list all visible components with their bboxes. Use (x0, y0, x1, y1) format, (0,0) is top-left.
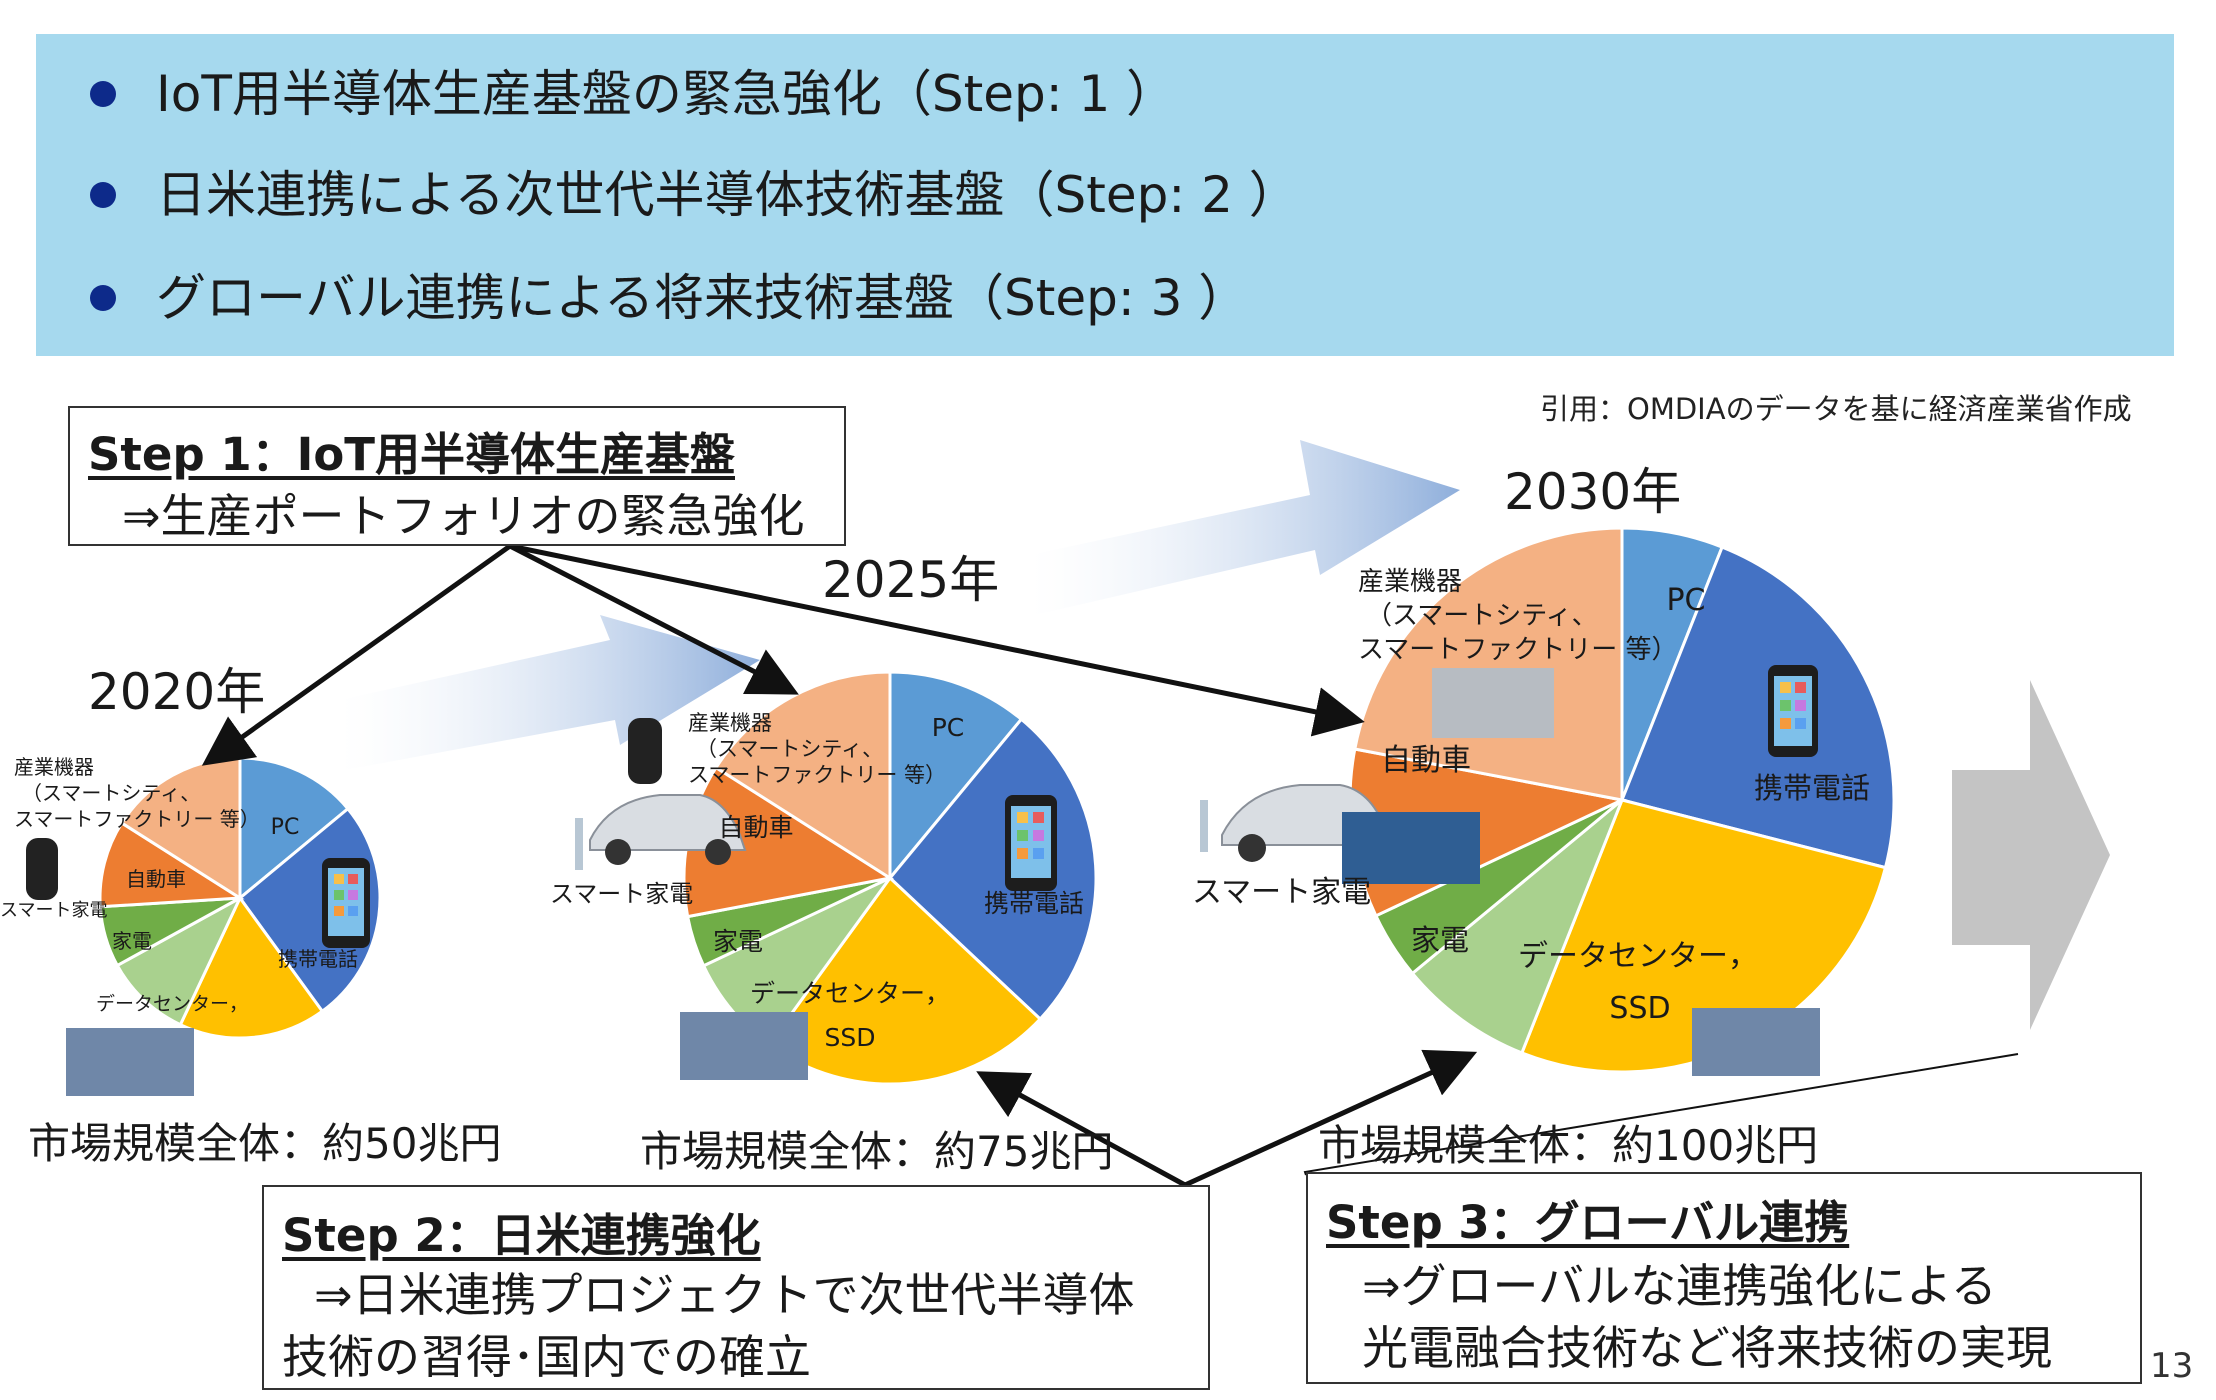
label-ssd: SSD (1609, 991, 1670, 1026)
connector-arrow (509, 543, 1365, 737)
label-industrial: 産業機器 (14, 755, 94, 779)
label-datacenter: データセンター， (96, 993, 248, 1015)
pie-slice (1619, 545, 1896, 870)
label-industrial: （スマートシティ、 (22, 781, 200, 805)
car-icon (575, 794, 747, 870)
step1-description: ⇒生産ポートフォリオの緊急強化 (122, 489, 805, 543)
label-smart-home: スマート家電 (550, 880, 693, 908)
car-dashboard-image (1342, 812, 1480, 884)
label-ssd: SSD (825, 1023, 876, 1052)
factory-image (1432, 668, 1554, 738)
pie-slice (98, 820, 245, 909)
datacenter-image (66, 1028, 194, 1096)
phone-icon (322, 858, 370, 948)
callout-line (1303, 1053, 2019, 1176)
step2-description-line1: ⇒日米連携プロジェクトで次世代半導体 (314, 1268, 1135, 1322)
pie-slice (1410, 798, 1624, 1055)
step2-description-line2: 技術の習得･国内での確立 (282, 1330, 811, 1384)
page-number: 13 (2150, 1346, 2194, 1386)
year-2020: 2020年 (88, 663, 266, 721)
step2-box: Step 2：日米連携強化 ⇒日米連携プロジェクトで次世代半導体 技術の習得･国… (262, 1185, 1210, 1390)
pie-slice (887, 717, 1098, 1022)
label-car: 自動車 (718, 813, 793, 842)
connector-arrow (508, 543, 799, 695)
step1-title: Step 1：IoT用半導体生産基盤 (88, 428, 735, 481)
summary-banner: IoT用半導体生産基盤の緊急強化（Step: 1 ） 日米連携による次世代半導体… (36, 34, 2174, 356)
big-gray-arrow (1952, 680, 2110, 1030)
market-size-2025: 市場規模全体：約75兆円 (640, 1127, 1114, 1176)
connector-arrow (201, 543, 512, 766)
bullet-step1: IoT用半導体生産基盤の緊急強化（Step: 1 ） (156, 65, 1177, 123)
step2-title: Step 2：日米連携強化 (282, 1209, 761, 1262)
label-car: 自動車 (126, 867, 186, 891)
label-pc: PC (1666, 583, 1705, 618)
label-industrial: スマートファクトリー 等） (1358, 635, 1678, 665)
phone-icon (1768, 665, 1818, 757)
connector-arrow (1183, 1049, 1478, 1188)
step3-title: Step 3：グローバル連携 (1326, 1196, 1850, 1249)
bullet-dot (90, 182, 116, 208)
step3-description-line1: ⇒グローバルな連携強化による (1362, 1259, 1997, 1313)
label-phone: 携帯電話 (278, 947, 358, 971)
step1-box: Step 1：IoT用半導体生産基盤 ⇒生産ポートフォリオの緊急強化 (68, 406, 846, 546)
citation: 引用：OMDIAのデータを基に経済産業省作成 (1540, 392, 2132, 426)
pie-slice (115, 894, 244, 1027)
label-home: 家電 (1411, 923, 1469, 957)
label-industrial: スマートファクトリー 等） (14, 807, 260, 831)
step3-box: Step 3：グローバル連携 ⇒グローバルな連携強化による 光電融合技術など将来… (1306, 1172, 2142, 1384)
label-datacenter: データセンター， (1518, 939, 1758, 974)
label-pc: PC (271, 815, 300, 840)
pie-slice (888, 670, 1024, 883)
bullet-dot (90, 81, 116, 107)
bullet-step3: グローバル連携による将来技術基盤（Step: 3 ） (156, 269, 1249, 327)
datacenter-image (1692, 1008, 1820, 1076)
label-industrial: スマートファクトリー 等） (688, 763, 946, 787)
label-datacenter: データセンター， (750, 979, 950, 1008)
growth-arrow-2 (1030, 440, 1460, 615)
label-phone: 携帯電話 (984, 889, 1084, 918)
bullet-step2: 日米連携による次世代半導体技術基盤（Step: 2 ） (156, 166, 1299, 224)
smart-speaker-icon (628, 718, 662, 784)
connector-arrow (976, 1071, 1187, 1188)
step3-description-line2: 光電融合技術など将来技術の実現 (1362, 1321, 2052, 1375)
label-industrial: 産業機器 (1358, 567, 1462, 597)
bullet-dot (90, 285, 116, 311)
growth-arrow-1 (340, 615, 760, 770)
label-industrial: 産業機器 (688, 711, 772, 735)
year-2030: 2030年 (1504, 463, 1682, 521)
market-size-2030: 市場規模全体：約100兆円 (1318, 1121, 1819, 1170)
label-smart-home: スマート家電 (1192, 875, 1371, 910)
smart-speaker-icon (26, 838, 58, 900)
label-industrial: （スマートシティ、 (1366, 601, 1598, 631)
label-phone: 携帯電話 (1754, 771, 1870, 805)
phone-icon (1005, 795, 1057, 891)
label-home: 家電 (112, 929, 152, 953)
label-car: 自動車 (1381, 743, 1471, 778)
pie-slice (713, 670, 892, 881)
label-home: 家電 (713, 927, 763, 956)
label-pc: PC (932, 713, 965, 742)
datacenter-image (680, 1012, 808, 1080)
label-industrial: （スマートシティ、 (696, 737, 883, 761)
pie-slice (1353, 526, 1624, 802)
market-size-2020: 市場規模全体：約50兆円 (28, 1119, 502, 1168)
year-2025: 2025年 (822, 551, 1000, 609)
label-smart-home: スマート家電 (0, 900, 107, 921)
